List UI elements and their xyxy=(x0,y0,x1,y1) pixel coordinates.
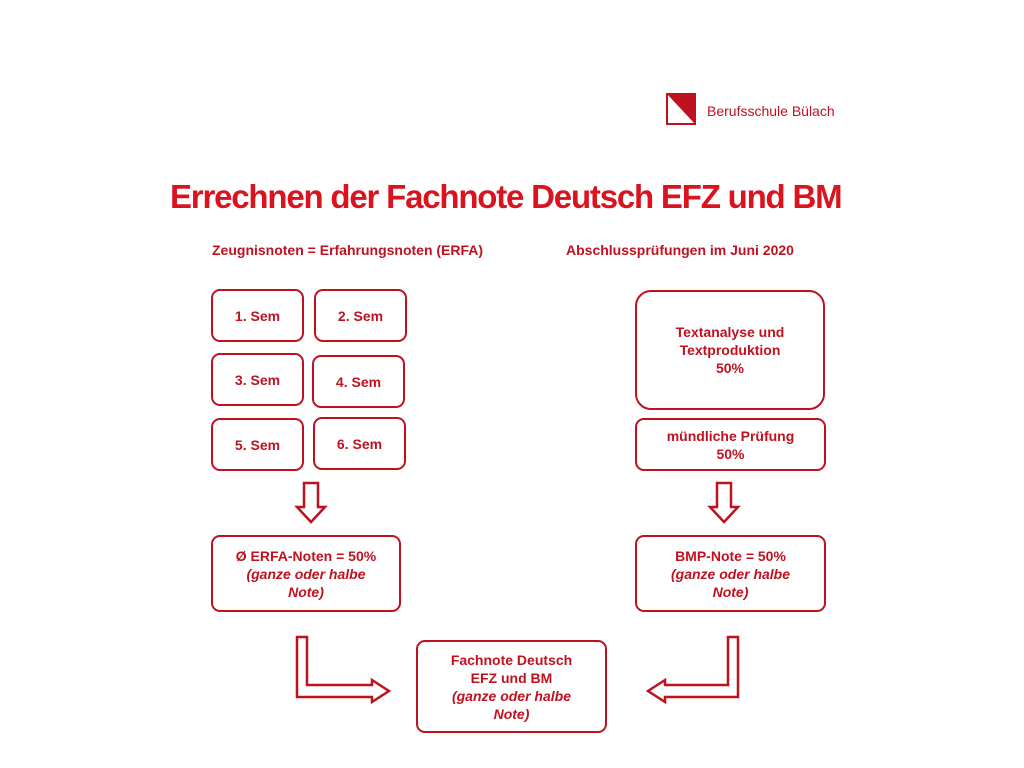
exam-written-line1: Textanalyse und xyxy=(675,324,785,340)
exam-written-weight: 50% xyxy=(715,360,744,376)
erfa-result-line3: Note) xyxy=(288,583,324,600)
bmp-result-line2: (ganze oder halbe xyxy=(670,565,791,582)
final-line1: Fachnote Deutsch xyxy=(450,651,573,668)
exam-box-written: Textanalyse und Textproduktion 50% xyxy=(635,290,825,410)
semester-box-4: 4. Sem xyxy=(312,355,405,408)
exam-written-line2: Textproduktion xyxy=(679,342,781,358)
school-name: Berufsschule Bülach xyxy=(707,103,835,119)
arrow-down-left-icon xyxy=(294,481,328,524)
semester-label: 5. Sem xyxy=(234,436,281,453)
semester-box-5: 5. Sem xyxy=(211,418,304,471)
final-line2: EFZ und BM xyxy=(470,669,553,686)
exam-box-oral: mündliche Prüfung 50% xyxy=(635,418,826,471)
semester-label: 2. Sem xyxy=(337,307,384,324)
erfa-result-line1: Ø ERFA-Noten = 50% xyxy=(235,547,377,564)
semester-box-3: 3. Sem xyxy=(211,353,304,406)
right-heading: Abschlussprüfungen im Juni 2020 xyxy=(566,242,794,258)
final-grade-box: Fachnote Deutsch EFZ und BM (ganze oder … xyxy=(416,640,607,733)
semester-box-6: 6. Sem xyxy=(313,417,406,470)
bmp-result-box: BMP-Note = 50% (ganze oder halbe Note) xyxy=(635,535,826,612)
semester-label: 4. Sem xyxy=(335,373,382,390)
exam-oral-weight: 50% xyxy=(716,445,745,462)
exam-oral-line1: mündliche Prüfung xyxy=(666,427,795,444)
bmp-result-line1: BMP-Note = 50% xyxy=(675,547,786,564)
semester-label: 6. Sem xyxy=(336,435,383,452)
erfa-result-line2: (ganze oder halbe xyxy=(246,565,366,582)
arrow-bent-right-icon xyxy=(295,635,392,705)
left-heading: Zeugnisnoten = Erfahrungsnoten (ERFA) xyxy=(212,242,484,258)
school-logo-icon xyxy=(666,93,696,125)
bmp-result-line3: Note) xyxy=(712,583,749,600)
semester-box-1: 1. Sem xyxy=(211,289,304,342)
erfa-result-box: Ø ERFA-Noten = 50% (ganze oder halbe Not… xyxy=(211,535,401,612)
final-line4: Note) xyxy=(493,705,530,722)
semester-box-2: 2. Sem xyxy=(314,289,407,342)
semester-label: 1. Sem xyxy=(234,307,281,324)
final-line3: (ganze oder halbe xyxy=(451,687,571,704)
page-title: Errechnen der Fachnote Deutsch EFZ und B… xyxy=(170,178,843,215)
semester-label: 3. Sem xyxy=(234,371,281,388)
arrow-bent-left-icon xyxy=(645,635,740,705)
arrow-down-right-icon xyxy=(707,481,741,524)
